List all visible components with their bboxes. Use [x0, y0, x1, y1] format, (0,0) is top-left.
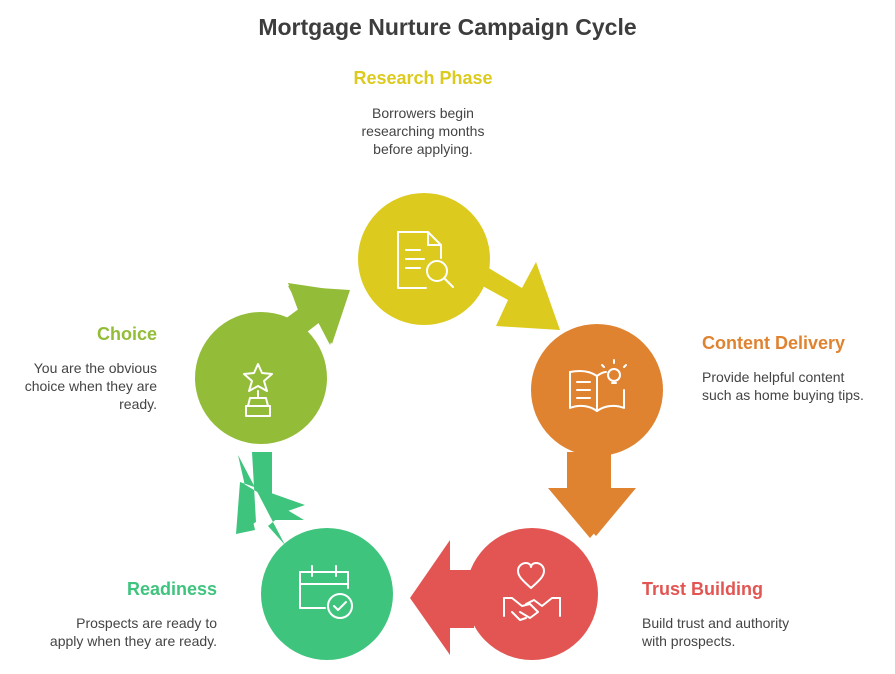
stage-label-content: Content Delivery — [702, 333, 846, 353]
arrow-content-to-trust-body — [548, 452, 634, 538]
stage-circle-readiness — [261, 528, 393, 660]
stage-label-choice: Choice — [96, 324, 157, 344]
calendar-check-icon — [299, 565, 353, 619]
desc-line: such as home buying tips. — [702, 387, 864, 403]
stage-circle-choice — [195, 312, 327, 444]
stage-circle-trust — [466, 528, 598, 660]
star-trophy-icon — [243, 363, 273, 417]
desc-line: with prospects. — [642, 633, 736, 649]
arrow-trust-to-readiness-body — [410, 540, 474, 655]
page-title: Mortgage Nurture Campaign Cycle — [258, 14, 637, 40]
book-lightbulb-icon — [569, 359, 627, 412]
stage-desc-trust: Build trust and authority with prospects… — [642, 614, 882, 650]
stage-label-research: Research Phase — [353, 68, 493, 88]
stage-desc-readiness: Prospects are ready to apply when they a… — [0, 614, 217, 650]
desc-line: researching months — [361, 123, 485, 139]
document-search-icon — [397, 231, 454, 289]
arrow-research-to-content — [468, 262, 560, 330]
desc-line: Prospects are ready to — [76, 615, 217, 631]
handshake-heart-icon — [503, 562, 561, 621]
desc-line: before applying. — [373, 141, 473, 157]
desc-line: Build trust and authority — [642, 615, 790, 631]
stage-desc-research: Borrowers begin researching months befor… — [270, 104, 576, 158]
desc-line: You are the obvious — [33, 360, 157, 376]
desc-line: Borrowers begin — [372, 105, 474, 121]
desc-line: apply when they are ready. — [49, 633, 217, 649]
stage-desc-content: Provide helpful content such as home buy… — [702, 368, 892, 404]
stage-desc-choice: You are the obvious choice when they are… — [0, 359, 157, 413]
desc-line: choice when they are — [24, 378, 157, 394]
stage-label-trust: Trust Building — [642, 579, 763, 599]
desc-line: Provide helpful content — [702, 369, 845, 385]
desc-line: ready. — [119, 396, 157, 412]
arrow-readiness-to-choice-body — [236, 452, 304, 532]
stage-label-readiness: Readiness — [126, 579, 217, 599]
